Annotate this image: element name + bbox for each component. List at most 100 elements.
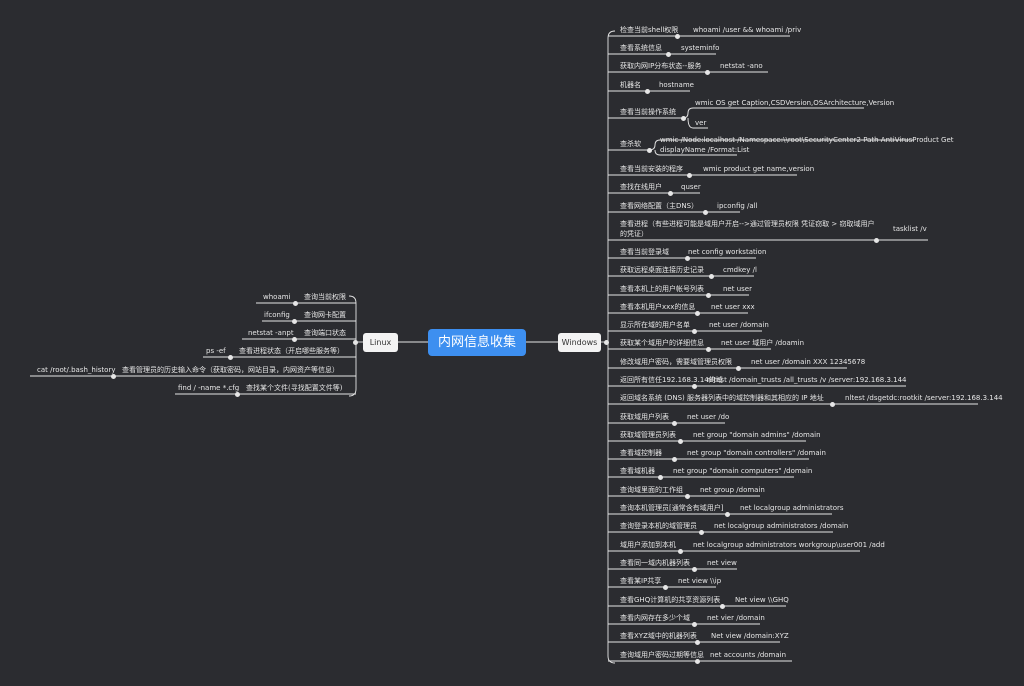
linux-item-command[interactable]: ps -ef (206, 347, 226, 355)
windows-item-label[interactable]: 查询本机管理员[通常含有域用户] (620, 504, 724, 512)
windows-item-command[interactable]: wmic product get name,version (703, 165, 815, 173)
windows-item-command[interactable]: net user /domain (709, 321, 769, 329)
linux-item-command[interactable]: cat /root/.bash_history (37, 366, 116, 374)
windows-item-label[interactable]: 查看本机用户xxx的信息 (620, 303, 696, 311)
windows-item-command[interactable]: net group "domain controllers" /domain (687, 449, 826, 457)
windows-item-command[interactable]: wmic /Node:localhost /Namespace:\\root\S… (660, 136, 954, 144)
windows-item-command[interactable]: ipconfig /all (717, 202, 758, 210)
windows-item-command[interactable]: systeminfo (681, 44, 720, 52)
windows-item-command[interactable]: net accounts /domain (710, 651, 787, 659)
windows-item-label[interactable]: 查看某IP共享 (620, 577, 662, 585)
branch-linux[interactable]: Linux (363, 333, 398, 352)
root-node[interactable]: 内网信息收集 (428, 329, 526, 356)
windows-item-command[interactable]: net vier /domain (707, 614, 765, 622)
windows-item-command-2[interactable]: ver (695, 119, 707, 127)
windows-item-label[interactable]: 查看系统信息 (620, 44, 662, 52)
windows-item-command[interactable]: net localgroup administrators (740, 504, 844, 512)
windows-item-command[interactable]: net group "domain admins" /domain (693, 431, 821, 439)
node-dot (736, 366, 741, 371)
windows-item-command[interactable]: net group /domain (700, 486, 765, 494)
windows-item-command[interactable]: net view (707, 559, 737, 567)
node-dot (663, 585, 668, 590)
linux-item-label[interactable]: 查看管理员的历史输入命令（获取密码，网站目录，内网资产等信息） (122, 366, 339, 374)
windows-item-command[interactable]: tasklist /v (893, 225, 927, 233)
windows-item-command[interactable]: net user (723, 285, 752, 293)
linux-item-label[interactable]: 查询网卡配置 (304, 311, 346, 319)
linux-item-label[interactable]: 查找某个文件(寻找配置文件等) (246, 384, 343, 392)
linux-item-command[interactable]: whoami (263, 293, 291, 301)
windows-item-label[interactable]: 返回所有信任192.168.3.14的域 (620, 376, 723, 384)
node-dot (692, 384, 697, 389)
windows-item-label[interactable]: 查看GHQ计算机的共享资源列表 (620, 596, 721, 604)
windows-item-label[interactable]: 查看当前安装的程序 (620, 165, 683, 173)
windows-item-label[interactable]: 获取远程桌面连接历史记录 (620, 266, 704, 274)
windows-item-label[interactable]: 查询登录本机的域管理员 (620, 522, 697, 530)
windows-item-command[interactable]: net user xxx (711, 303, 755, 311)
node-dot (678, 439, 683, 444)
node-dot (666, 52, 671, 57)
windows-item-label-2[interactable]: 的凭证） (620, 230, 648, 238)
windows-item-command[interactable]: nltest /dsgetdc:rootkit /server:192.168.… (845, 394, 1003, 402)
windows-item-command-2[interactable]: displayName /Format:List (660, 146, 750, 154)
windows-item-label[interactable]: 查看进程（有些进程可能是域用户开启-->通过管理员权限 凭证窃取 > 窃取域用户 (620, 220, 875, 228)
linux-item-command[interactable]: find / -name *.cfg (178, 384, 240, 392)
windows-item-label[interactable]: 域用户添加到本机 (620, 541, 676, 549)
windows-item-command[interactable]: nltest /domain_trusts /all_trusts /v /se… (707, 376, 907, 384)
linux-item-command[interactable]: netstat -anpt (248, 329, 294, 337)
windows-item-label[interactable]: 查询域用户密码过期等信息 (620, 651, 704, 659)
windows-item-command[interactable]: net user /domain XXX 12345678 (751, 358, 866, 366)
windows-item-command[interactable]: wmic OS get Caption,CSDVersion,OSArchite… (695, 99, 895, 107)
windows-item-label[interactable]: 检查当前shell权限 (620, 26, 679, 34)
node-dot (293, 301, 298, 306)
windows-item-label[interactable]: 查看域控制器 (620, 449, 662, 457)
windows-item-command[interactable]: Net view /domain:XYZ (711, 632, 789, 640)
windows-item-command[interactable]: Net view \\GHQ (735, 596, 789, 604)
windows-item-command[interactable]: net user /do (687, 413, 730, 421)
windows-item-label[interactable]: 机器名 (620, 81, 641, 89)
windows-item-command[interactable]: whoami /user && whoami /priv (693, 26, 802, 34)
windows-item-label[interactable]: 查看内网存在多少个域 (620, 614, 690, 622)
node-dot (647, 148, 652, 153)
windows-item-label[interactable]: 查看本机上的用户帐号列表 (620, 285, 704, 293)
node-dot (645, 89, 650, 94)
windows-item-label[interactable]: 查找在线用户 (620, 183, 662, 191)
windows-item-command[interactable]: cmdkey /l (723, 266, 757, 274)
windows-item-label[interactable]: 查看当前操作系统 (620, 108, 676, 116)
windows-item-label[interactable]: 获取某个域用户的详细信息 (620, 339, 704, 347)
windows-item-label[interactable]: 查看网络配置（主DNS） (620, 202, 699, 210)
linux-item-command[interactable]: ifconfig (264, 311, 290, 319)
branch-windows[interactable]: Windows (558, 333, 601, 352)
windows-item-label[interactable]: 查询域里面的工作组 (620, 486, 683, 494)
windows-item-label[interactable]: 查杀软 (620, 140, 641, 148)
windows-item-label[interactable]: 修改域用户密码，需要域管理员权限 (620, 358, 732, 366)
windows-item-label[interactable]: 查看当前登录域 (620, 248, 669, 256)
node-dot (687, 173, 692, 178)
windows-item-label[interactable]: 获取域用户列表 (620, 413, 669, 421)
node-dot (725, 512, 730, 517)
node-dot (228, 355, 233, 360)
windows-item-label[interactable]: 显示所在域的用户名单 (620, 321, 690, 329)
node-dot (672, 457, 677, 462)
windows-item-command[interactable]: net config workstation (688, 248, 767, 256)
node-dot (830, 402, 835, 407)
windows-item-command[interactable]: netstat -ano (720, 62, 763, 70)
node-dot (685, 256, 690, 261)
windows-item-command[interactable]: net user 域用户 /doamin (721, 339, 805, 347)
windows-item-command[interactable]: net group "domain computers" /domain (673, 467, 813, 475)
windows-item-command[interactable]: quser (681, 183, 701, 191)
windows-item-label[interactable]: 获取内网IP分布状态--服务 (620, 62, 702, 70)
windows-item-label[interactable]: 返回域名系统 (DNS) 服务器列表中的域控制器和其相应的 IP 地址 (620, 394, 824, 402)
windows-item-command[interactable]: net localgroup administrators /domain (714, 522, 849, 530)
windows-item-label[interactable]: 查看XYZ域中的机器列表 (620, 632, 697, 640)
windows-item-command[interactable]: net view \\ip (678, 577, 722, 585)
windows-item-label[interactable]: 查看域机器 (620, 467, 655, 475)
linux-item-label[interactable]: 查看进程状态（开启哪些服务等） (239, 347, 344, 355)
linux-item-label[interactable]: 查询端口状态 (304, 329, 346, 337)
windows-item-command[interactable]: net localgroup administrators workgroup\… (693, 541, 885, 549)
windows-item-label[interactable]: 查看同一域内机器列表 (620, 559, 690, 567)
windows-item-label[interactable]: 获取域管理员列表 (620, 431, 676, 439)
windows-item-command[interactable]: hostname (659, 81, 694, 89)
linux-item-label[interactable]: 查询当前权限 (304, 293, 346, 301)
node-dot (692, 567, 697, 572)
